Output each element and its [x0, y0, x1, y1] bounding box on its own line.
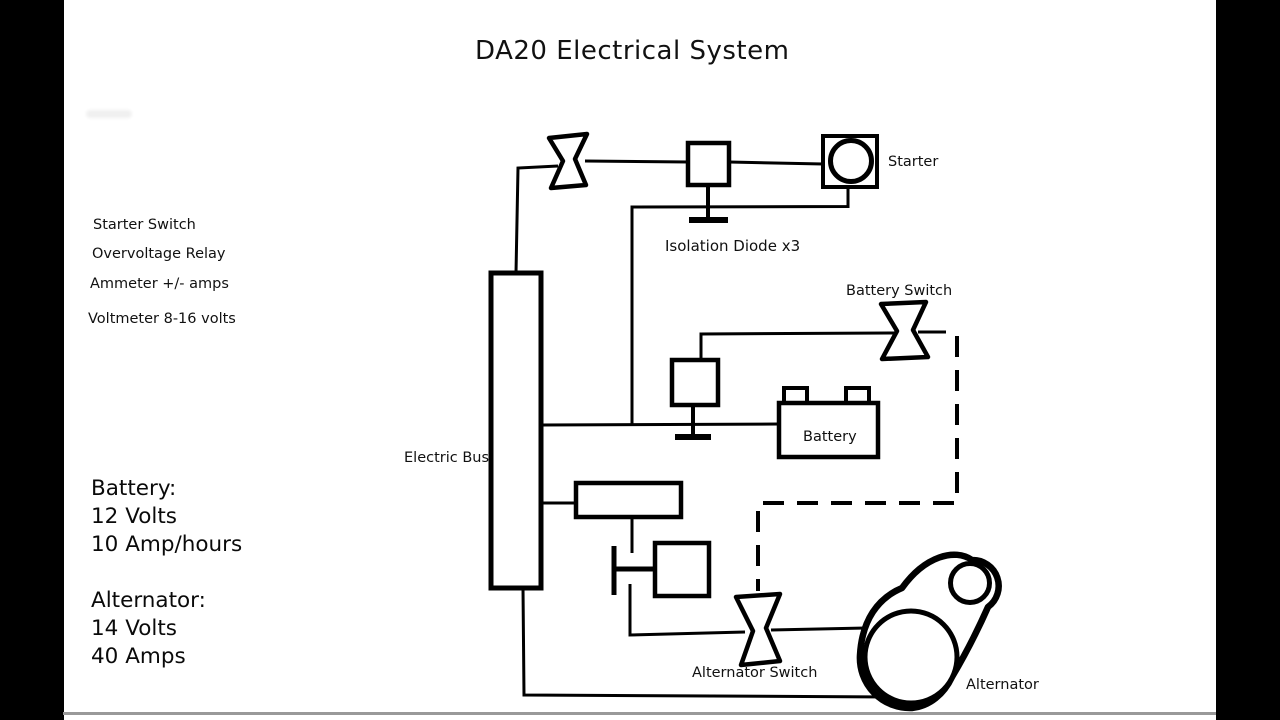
wire-master-switch-to-diode1 — [584, 159, 690, 164]
battery-switch-symbol — [878, 299, 931, 362]
master-switch-symbol — [546, 131, 590, 191]
isolation-diode-3-body — [652, 540, 712, 599]
legend-item-overvoltage-relay: Overvoltage Relay — [92, 246, 226, 262]
wire-diode2-to-battery-switch — [699, 331, 896, 360]
starter-label: Starter — [888, 154, 939, 170]
wire-bus-to-battery — [540, 422, 780, 427]
alternator-spec-amps: 40 Amps — [91, 644, 186, 669]
alternator-spec-heading: Alternator: — [91, 588, 206, 613]
footer-divider-line — [63, 712, 1216, 715]
battery-spec-volts: 12 Volts — [91, 504, 177, 529]
isolation-diode-2-body — [669, 357, 721, 408]
dashed-control-wire — [756, 336, 959, 591]
wire-master-switch-to-bus — [514, 164, 559, 274]
battery-body — [776, 400, 881, 460]
alternator-label: Alternator — [966, 677, 1039, 693]
alternator-switch-label: Alternator Switch — [692, 665, 818, 681]
battery-label: Battery — [803, 429, 857, 445]
electric-bus-label: Electric Bus — [404, 450, 490, 466]
battery-switch-label: Battery Switch — [846, 283, 953, 299]
isolation-diode-1-body — [685, 140, 732, 188]
alternator-belt-outline — [856, 551, 1002, 712]
battery-spec-heading: Battery: — [91, 476, 177, 501]
starter-motor-symbol — [828, 138, 874, 184]
battery-spec-capacity: 10 Amp/hours — [91, 532, 243, 557]
letterbox-left-bar — [0, 0, 64, 720]
alternator-spec-volts: 14 Volts — [91, 616, 177, 641]
letterbox-right-bar — [1216, 0, 1280, 720]
alternator-pulley-large — [862, 608, 960, 706]
isolation-diode-label: Isolation Diode x3 — [665, 237, 801, 255]
alternator-pulley-small — [948, 561, 992, 605]
legend-item-voltmeter: Voltmeter 8-16 volts — [88, 311, 236, 327]
wire-bus-bottom-to-alternator — [521, 587, 894, 699]
legend-item-ammeter: Ammeter +/- amps — [90, 276, 229, 292]
relay-box — [573, 480, 684, 520]
wire-starter-return — [630, 187, 850, 425]
wire-diode1-to-starter — [728, 160, 824, 166]
wire-alternator-switch-to-alternator — [770, 626, 867, 632]
electric-bus-symbol — [488, 270, 544, 591]
wire-diode3-to-alternator-switch — [628, 584, 746, 637]
page-title: DA20 Electrical System — [475, 36, 790, 66]
legend-item-starter-switch: Starter Switch — [93, 217, 196, 233]
erased-text-smudge — [86, 110, 132, 118]
alternator-switch-symbol — [733, 591, 783, 668]
